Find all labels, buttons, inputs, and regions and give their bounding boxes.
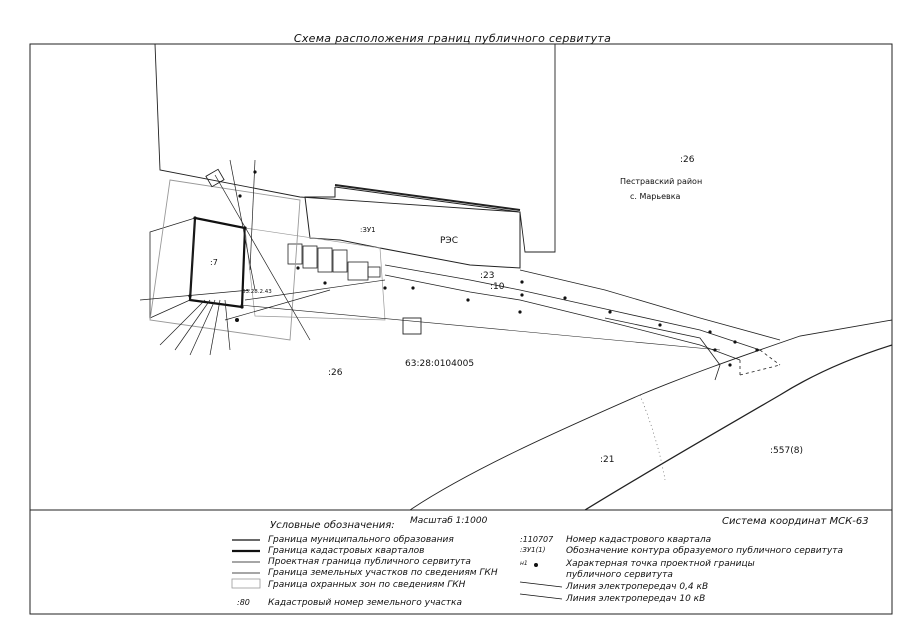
map-frame [29, 43, 893, 615]
label-q557: :557(8) [770, 446, 803, 456]
label-quarter: 63:28:0104005 [405, 359, 474, 369]
parcel-left [149, 217, 196, 319]
label-q21: :21 [600, 455, 614, 465]
label-q23: :23 [480, 271, 494, 281]
road-dotted [639, 394, 666, 481]
label-res: РЭС [440, 236, 458, 246]
label-zu1: :ЗУ1 [360, 226, 376, 234]
label-q26-top: :26 [680, 155, 695, 165]
small-building-north [205, 168, 225, 188]
boundary-points [188, 170, 759, 367]
small-buildings [287, 243, 381, 281]
label-zone: 63.28.2.43 [242, 289, 272, 295]
label-q26-left: :26 [328, 368, 343, 378]
road-boundary-left [409, 319, 893, 511]
road-boundary-right [584, 344, 893, 511]
map-title: Схема расположения границ публичного сер… [293, 32, 612, 45]
label-q10: :10 [490, 282, 505, 292]
label-q7: :7 [210, 258, 218, 267]
power-line-10kv [239, 304, 721, 351]
parcel-26-top [154, 43, 556, 253]
protection-zone [149, 179, 301, 341]
power-lines [139, 159, 386, 356]
protection-zone-2 [244, 227, 386, 321]
kvartal-border-top [334, 184, 521, 211]
building-res [304, 186, 521, 269]
label-district: Пестравский район [620, 177, 702, 186]
small-building-south [402, 317, 422, 335]
label-village: с. Марьевка [630, 192, 681, 201]
